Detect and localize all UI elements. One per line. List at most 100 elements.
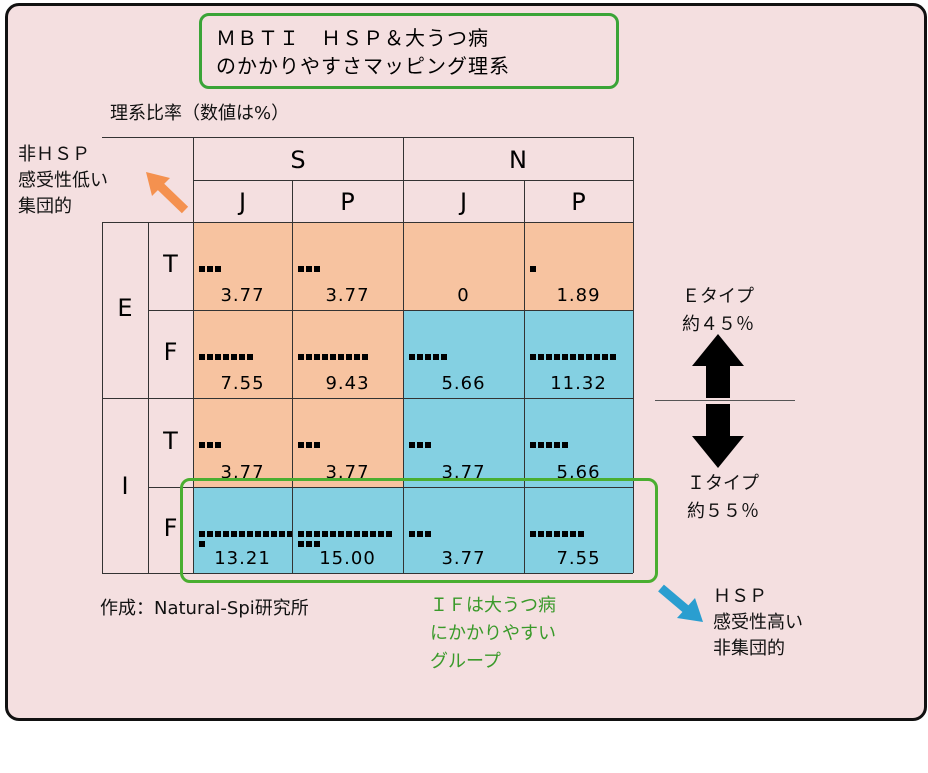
table-cell: 7.55 — [524, 487, 633, 573]
orange-arrow-icon — [146, 172, 189, 214]
percent-square — [298, 531, 304, 537]
percent-square — [578, 531, 584, 537]
percent-squares — [298, 438, 398, 448]
table-cell: 13.21 — [193, 487, 293, 573]
header-row: F — [163, 514, 178, 542]
percent-square — [538, 531, 544, 537]
percent-square — [538, 442, 544, 448]
percent-squares — [298, 527, 398, 547]
percent-squares — [199, 438, 299, 448]
percent-square — [314, 531, 320, 537]
percent-square — [330, 354, 336, 360]
percent-square — [409, 354, 415, 360]
percent-square — [322, 354, 328, 360]
credit: 作成：Natural-Spi研究所 — [100, 598, 309, 619]
header-i: I — [121, 472, 129, 500]
i-type-label: Ｉタイプ 約５５％ — [668, 470, 778, 526]
table-cell: 3.77 — [292, 398, 403, 487]
label-line: 非集団的 — [713, 638, 785, 659]
cell-value: 15.00 — [319, 548, 376, 569]
grid-line — [524, 180, 525, 573]
percent-square — [247, 354, 253, 360]
percent-square — [207, 266, 213, 272]
ei-divider — [655, 400, 795, 401]
percent-square — [546, 531, 552, 537]
cell-value: 3.77 — [220, 285, 265, 306]
table-cell: 3.77 — [403, 398, 524, 487]
percent-square — [207, 354, 213, 360]
percent-square — [530, 442, 536, 448]
percent-square — [562, 354, 568, 360]
label-line: ＨＳＰ — [713, 586, 767, 607]
percent-squares — [199, 527, 299, 547]
cell-value: 3.77 — [325, 285, 370, 306]
header-n: N — [509, 146, 527, 174]
cell-value: 11.32 — [550, 373, 607, 394]
percent-square — [231, 354, 237, 360]
grid-line — [148, 222, 149, 573]
percent-square — [354, 354, 360, 360]
percent-squares — [199, 350, 299, 360]
percent-square — [314, 541, 320, 547]
cell-value: 7.55 — [556, 548, 601, 569]
header-row: T — [163, 250, 178, 278]
percent-square — [346, 354, 352, 360]
percent-squares — [298, 262, 398, 272]
percent-squares — [530, 527, 630, 537]
title-line-1: ＭＢＴＩ ＨＳＰ＆大うつ病 — [216, 26, 489, 50]
percent-square — [306, 541, 312, 547]
percent-square — [314, 266, 320, 272]
table-cell: 7.55 — [193, 310, 292, 398]
grid-line — [148, 310, 633, 311]
cell-value: 3.77 — [325, 462, 370, 483]
percent-square — [199, 266, 205, 272]
percent-square — [247, 531, 253, 537]
percent-square — [199, 354, 205, 360]
percent-square — [417, 442, 423, 448]
grid-line — [102, 398, 633, 399]
percent-square — [279, 531, 285, 537]
table-cell: 3.77 — [403, 487, 524, 573]
percent-square — [298, 354, 304, 360]
e-type-name: Ｅタイプ — [682, 286, 754, 307]
table-cell: 11.32 — [524, 310, 633, 398]
percent-square — [231, 531, 237, 537]
percent-square — [330, 531, 336, 537]
cell-value: 7.55 — [220, 373, 265, 394]
percent-square — [255, 531, 261, 537]
percent-square — [298, 541, 304, 547]
percent-square — [215, 266, 221, 272]
percent-square — [425, 442, 431, 448]
percent-square — [207, 531, 213, 537]
header-row: T — [163, 426, 178, 455]
percent-square — [362, 354, 368, 360]
grid-line — [403, 137, 404, 573]
header-col: J — [459, 188, 468, 216]
percent-square — [215, 442, 221, 448]
header-col: P — [340, 188, 355, 216]
percent-square — [554, 442, 560, 448]
percent-square — [314, 442, 320, 448]
cell-value: 0 — [457, 285, 470, 306]
title-line-2: のかかりやすさマッピング理系 — [216, 54, 510, 78]
percent-square — [554, 354, 560, 360]
percent-square — [298, 442, 304, 448]
top-left-label: 非ＨＳＰ 感受性低い 集団的 — [18, 142, 108, 220]
percent-square — [409, 531, 415, 537]
table-cell: 3.77 — [292, 222, 403, 310]
percent-square — [530, 531, 536, 537]
percent-square — [578, 354, 584, 360]
percent-square — [223, 531, 229, 537]
note-line: にかかりやすい — [430, 623, 556, 644]
percent-square — [386, 531, 392, 537]
percent-squares — [530, 350, 630, 360]
percent-square — [417, 531, 423, 537]
percent-square — [338, 531, 344, 537]
if-highlight-box — [180, 478, 658, 583]
percent-square — [239, 354, 245, 360]
grid-line — [148, 487, 633, 488]
percent-square — [433, 354, 439, 360]
table-cell: 9.43 — [292, 310, 403, 398]
grid-line — [102, 573, 633, 574]
percent-square — [354, 531, 360, 537]
